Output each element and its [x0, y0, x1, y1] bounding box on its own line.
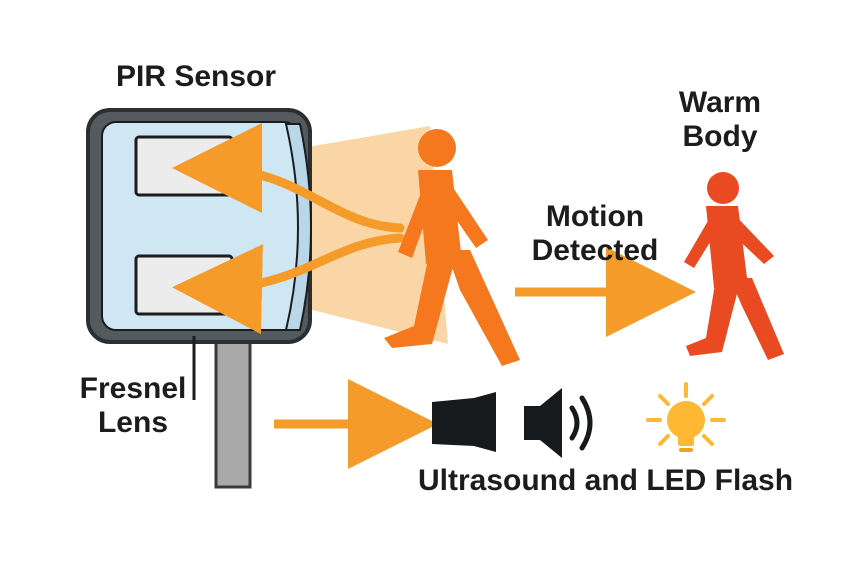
- output-caption: Ultrasound and LED Flash: [418, 464, 794, 497]
- motion-label-line2: Detected: [531, 233, 659, 267]
- ir-arrow-top: [172, 123, 405, 233]
- warm-body-label-line2: Body: [682, 119, 758, 153]
- ir-arrow-bottom: [172, 233, 405, 335]
- warm-body-label: Warm Body: [640, 86, 800, 153]
- pir-sensor-icon: [86, 108, 312, 344]
- fresnel-label-line1: Fresnel: [79, 372, 187, 405]
- sensor-pole: [214, 333, 252, 489]
- speaker-sound-icon: [524, 388, 593, 458]
- light-bulb-icon: [646, 382, 726, 452]
- warm-body-label-line1: Warm: [678, 86, 762, 119]
- pir-sensor-label: PIR Sensor: [115, 60, 277, 93]
- ultrasound-emitter-icon: [432, 392, 496, 452]
- motion-label-line1: Motion: [545, 200, 645, 233]
- fresnel-lens-label: Fresnel Lens: [58, 372, 208, 439]
- walking-person-icon-far: [684, 172, 784, 360]
- fresnel-label-line2: Lens: [97, 405, 169, 439]
- walking-person-icon: [384, 129, 520, 366]
- motion-detected-label: Motion Detected: [500, 200, 690, 267]
